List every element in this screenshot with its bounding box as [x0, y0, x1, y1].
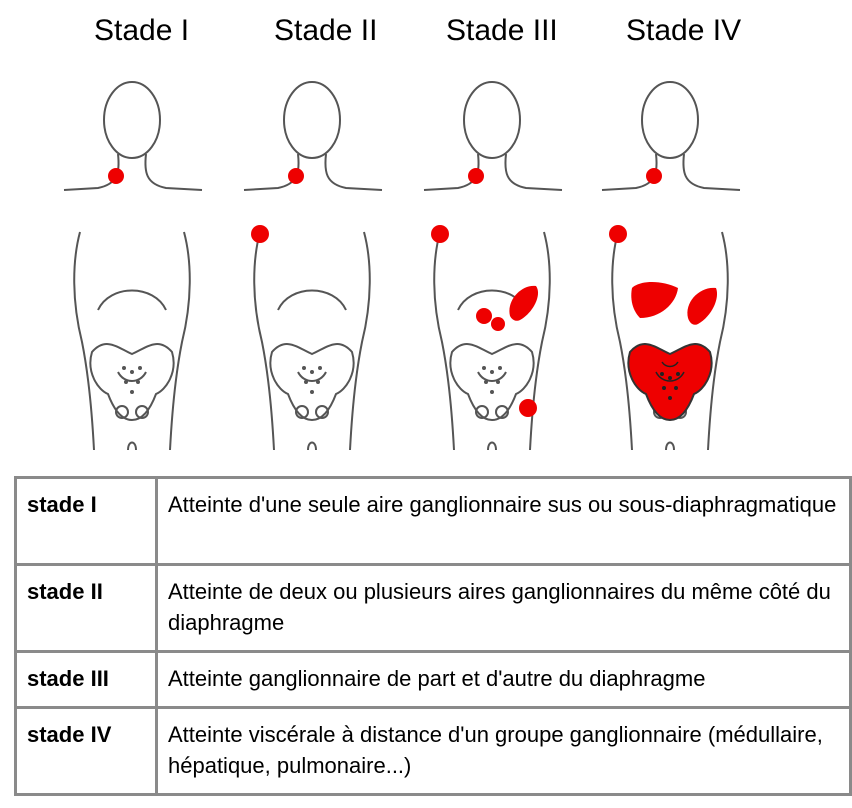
stage-4-title: Stade IV — [626, 14, 741, 48]
stage-4-figure — [600, 72, 760, 462]
stage-4-body-icon — [600, 72, 760, 462]
stage-description: Atteinte d'une seule aire ganglionnaire … — [157, 478, 851, 565]
table-row: stade I Atteinte d'une seule aire gangli… — [16, 478, 851, 565]
stages-table: stade I Atteinte d'une seule aire gangli… — [14, 476, 852, 796]
stage-description: Atteinte de deux ou plusieurs aires gang… — [157, 565, 851, 652]
stage-2-body-icon — [242, 72, 402, 462]
stage-label: stade I — [16, 478, 157, 565]
pelvic-bone-icon — [628, 344, 711, 420]
lymph-node-icon — [491, 317, 505, 331]
lymph-node-icon — [646, 168, 662, 184]
stage-2-figure — [242, 72, 402, 462]
stage-1-title: Stade I — [94, 14, 189, 48]
stage-description: Atteinte ganglionnaire de part et d'autr… — [157, 652, 851, 708]
stage-3-body-icon — [422, 72, 582, 462]
table-row: stade III Atteinte ganglionnaire de part… — [16, 652, 851, 708]
staging-diagram: Stade I Stade II Stade III Stade IV — [0, 0, 852, 470]
lymph-node-icon — [609, 225, 627, 243]
stage-label: stade II — [16, 565, 157, 652]
table-row: stade II Atteinte de deux ou plusieurs a… — [16, 565, 851, 652]
stage-2-title: Stade II — [274, 14, 377, 48]
lymph-node-icon — [288, 168, 304, 184]
stage-3-figure — [422, 72, 582, 462]
lymph-node-icon — [519, 399, 537, 417]
liver-icon — [631, 282, 678, 318]
lymph-node-icon — [251, 225, 269, 243]
stage-3-title: Stade III — [446, 14, 558, 48]
stage-label: stade III — [16, 652, 157, 708]
stage-1-figure — [62, 72, 222, 462]
lymph-node-icon — [431, 225, 449, 243]
spleen-icon — [687, 288, 717, 325]
lymph-node-icon — [108, 168, 124, 184]
lymph-node-icon — [468, 168, 484, 184]
lymph-node-icon — [476, 308, 492, 324]
stage-label: stade IV — [16, 708, 157, 795]
spleen-icon — [509, 286, 538, 321]
stage-description: Atteinte viscérale à distance d'un group… — [157, 708, 851, 795]
table-row: stade IV Atteinte viscérale à distance d… — [16, 708, 851, 795]
stage-1-body-icon — [62, 72, 222, 462]
